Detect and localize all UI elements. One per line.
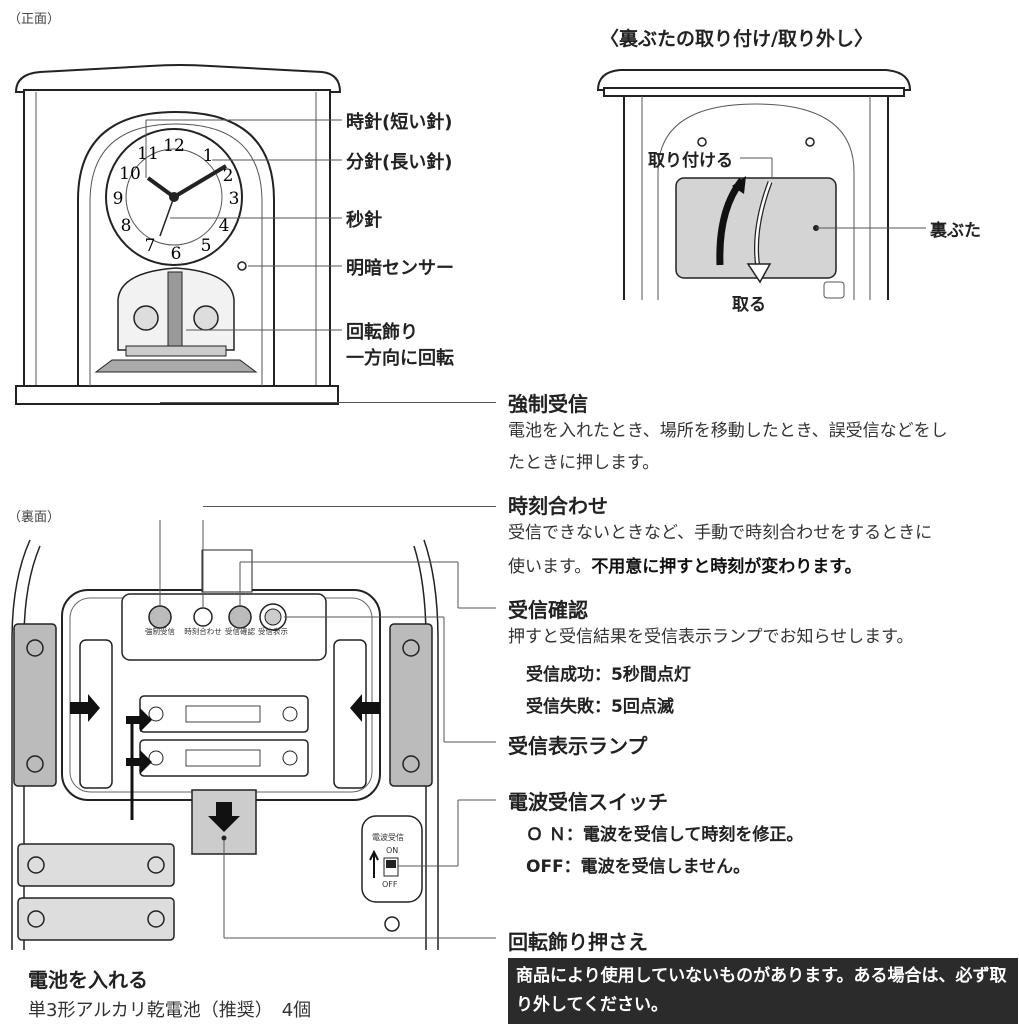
switch-desc-off: OFF：電波を受信しません。 bbox=[526, 857, 751, 877]
check-success: 受信成功：5秒間点灯 bbox=[526, 665, 691, 685]
button-label-check: 受信確認 bbox=[225, 626, 255, 636]
switch-title: 電波受信 bbox=[372, 833, 404, 842]
attach-label: 取り付ける bbox=[648, 151, 733, 171]
switch-desc-on: Ｏ Ｎ：電波を受信して時刻を修正。 bbox=[526, 825, 804, 845]
button-label-force: 強制受信 bbox=[145, 626, 175, 636]
svg-text:2: 2 bbox=[223, 166, 234, 186]
button-label-time: 時刻合わせ bbox=[184, 626, 222, 636]
back-cover-illustration bbox=[596, 69, 926, 300]
force-leader bbox=[160, 402, 496, 403]
svg-text:3: 3 bbox=[229, 189, 240, 209]
notice-box: 商品により使用していないものがあります。ある場合は、必ず取り外してください。 bbox=[508, 958, 1018, 1024]
remove-label: 取る bbox=[732, 295, 766, 315]
svg-text:5: 5 bbox=[201, 236, 212, 256]
svg-text:9: 9 bbox=[113, 189, 124, 209]
back-cover-heading: 〈裏ぶたの取り付け/取り外し〉 bbox=[600, 28, 873, 50]
svg-text:6: 6 bbox=[171, 244, 182, 264]
front-clock-illustration bbox=[14, 64, 342, 405]
battery-title: 電池を入れる bbox=[28, 968, 148, 992]
minute-hand-label: 分針(長い針) bbox=[346, 152, 453, 173]
battery-desc: 単3形アルカリ乾電池（推奨） 4個 bbox=[28, 1000, 312, 1021]
time-title: 時刻合わせ bbox=[508, 494, 608, 518]
back-view-label: （裏面） bbox=[8, 510, 61, 525]
svg-text:4: 4 bbox=[219, 216, 230, 236]
button-label-display: 受信表示 bbox=[258, 626, 288, 636]
ornament-label-line1: 回転飾り bbox=[346, 322, 418, 343]
hour-hand-label: 時針(短い針) bbox=[346, 112, 453, 133]
clock-dial-numbers: 12 1 2 3 4 5 6 7 8 9 10 11 bbox=[113, 136, 240, 264]
svg-text:10: 10 bbox=[119, 164, 141, 184]
ornament-label-line2: 一方向に回転 bbox=[346, 348, 454, 369]
front-view-label: （正面） bbox=[8, 12, 61, 27]
lamp-title: 受信表示ランプ bbox=[508, 734, 648, 758]
svg-text:7: 7 bbox=[145, 236, 156, 256]
time-desc-1: 受信できないときなど、手動で時刻合わせをするときに bbox=[508, 523, 933, 543]
time-leader bbox=[203, 506, 496, 507]
svg-text:1: 1 bbox=[203, 146, 214, 166]
force-title: 強制受信 bbox=[508, 392, 588, 416]
svg-text:12: 12 bbox=[163, 136, 185, 156]
light-sensor-label: 明暗センサー bbox=[346, 258, 454, 279]
switch-on: ON bbox=[386, 846, 399, 855]
switch-desc-title: 電波受信スイッチ bbox=[508, 790, 668, 814]
check-fail: 受信失敗：5回点滅 bbox=[526, 697, 674, 717]
svg-text:11: 11 bbox=[137, 144, 159, 164]
back-clock-illustration bbox=[11, 520, 496, 950]
second-hand-label: 秒針 bbox=[346, 210, 382, 231]
switch-off: OFF bbox=[382, 880, 398, 889]
time-desc-2: 使います。不用意に押すと時刻が変わります。 bbox=[508, 557, 862, 577]
force-desc-1: 電池を入れたとき、場所を移動したとき、誤受信などをし bbox=[508, 421, 948, 441]
holder-title: 回転飾り押さえ bbox=[508, 930, 648, 954]
back-button-labels: 強制受信 時刻合わせ 受信確認 受信表示 bbox=[145, 626, 288, 636]
back-cover-label: 裏ぶた bbox=[930, 221, 981, 241]
force-desc-2: たときに押します。 bbox=[508, 453, 660, 473]
svg-text:8: 8 bbox=[121, 216, 132, 236]
check-title: 受信確認 bbox=[508, 598, 588, 622]
check-desc: 押すと受信結果を受信表示ランプでお知らせします。 bbox=[508, 627, 914, 647]
